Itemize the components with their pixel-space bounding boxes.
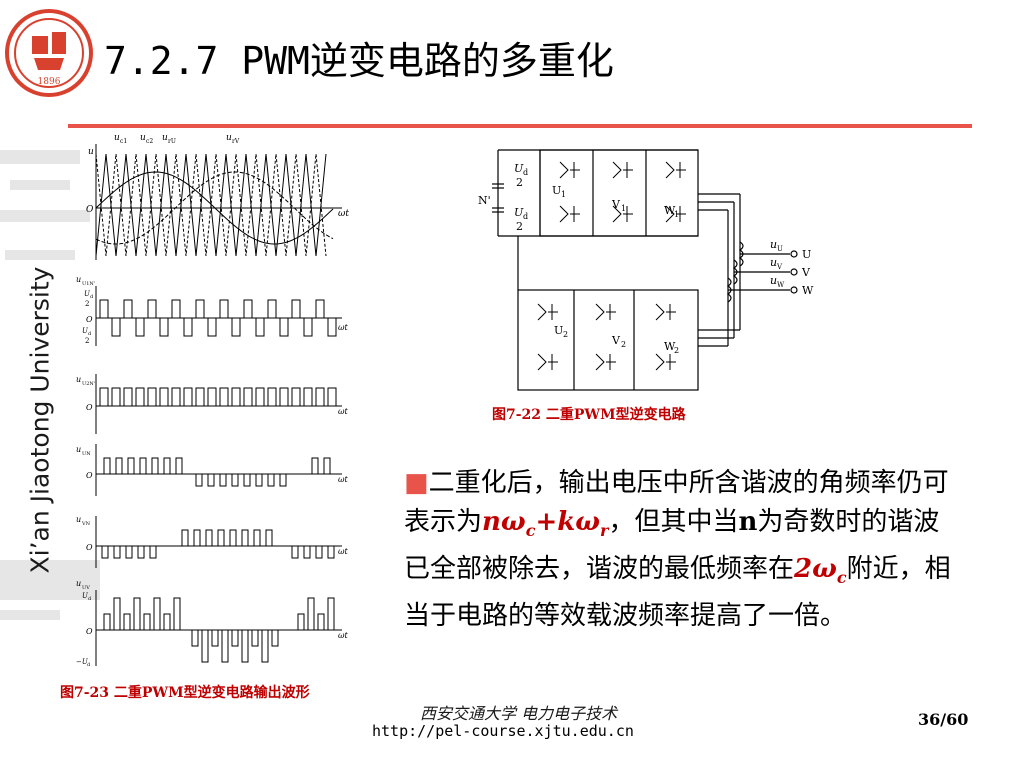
- origin-label-5: O: [86, 627, 93, 636]
- row-sub-u1n: U1N': [82, 281, 95, 287]
- waveform-diagram: u c1 u c2 u rU u rV u O ωt u U1N' U d 2 …: [76, 133, 349, 668]
- row-label-u2n: u: [76, 375, 81, 384]
- top-sub-c2: c2: [146, 138, 153, 145]
- top-sub-rv: rV: [232, 138, 240, 145]
- row-sub-uv: UV: [82, 585, 90, 591]
- university-logo-icon: 1896: [5, 9, 93, 97]
- text-part-1: 二重化后，输出电压中所含谐波的角频率仍可表示为: [404, 468, 949, 537]
- ud-top-sub: d: [523, 168, 528, 177]
- text-part-2: ，但其中当: [608, 507, 739, 537]
- page-title: 7.2.7 PWM逆变电路的多重化: [104, 39, 614, 83]
- leg-u2: U: [554, 324, 563, 337]
- leg-u1: U: [552, 184, 561, 197]
- footer-url[interactable]: http://pel-course.xjtu.edu.cn: [372, 722, 634, 740]
- t-label-2: ωt: [338, 407, 349, 416]
- out-w-label: u: [770, 274, 777, 287]
- title-divider: [68, 124, 972, 128]
- text-part-3: 为奇数时的谐波已全部被除去，谐波的最低频率在: [404, 507, 940, 585]
- origin-label-1: O: [86, 315, 93, 324]
- waveform-caption: 图7-23 二重PWM型逆变电路输出波形: [60, 685, 310, 701]
- t-label-3: ωt: [338, 475, 349, 484]
- ud-full-pos-sub: d: [88, 596, 92, 602]
- row-label-uv: u: [76, 579, 81, 588]
- ud-bot-sub: d: [523, 212, 528, 221]
- top-label-c1: u: [114, 133, 120, 143]
- ud-full-pos: U: [82, 592, 89, 600]
- row-label-vn: u: [76, 515, 81, 524]
- origin-label-2: O: [86, 403, 93, 412]
- logo-year: 1896: [38, 77, 61, 87]
- top-sub-c1: c1: [120, 138, 127, 145]
- ud-half-pos-den: 2: [85, 300, 89, 308]
- leg-w1: W: [664, 204, 676, 217]
- university-name: Xi’an Jiaotong University: [25, 266, 55, 574]
- formula-2wc: 2ωc: [794, 554, 847, 588]
- t-label-1: ωt: [338, 323, 349, 332]
- top-label-rv: u: [226, 133, 232, 143]
- ud-half-neg-sub: d: [88, 331, 92, 337]
- top-sub-ru: rU: [168, 138, 176, 145]
- leg-w2-sub: 2: [674, 346, 679, 355]
- top-label-ru: u: [162, 133, 168, 143]
- origin-label-0: O: [86, 205, 94, 215]
- ud-top-num: U: [514, 162, 524, 175]
- ud-half-pos-sub: d: [90, 294, 94, 300]
- ud-top-den: 2: [516, 176, 523, 189]
- origin-label-4: O: [86, 543, 93, 552]
- row-label-un: u: [76, 445, 81, 454]
- carrier-waves: [95, 144, 342, 260]
- circuit-diagram: U d 2 U d 2 N' U 1 V 1 W 1 U 2 V 2 W 2 u…: [478, 149, 814, 391]
- leg-v2-sub: 2: [621, 340, 626, 349]
- text-n: n: [738, 507, 758, 537]
- pulse-waves: [95, 286, 342, 666]
- midpoint-label: N': [478, 194, 491, 207]
- leg-u2-sub: 2: [563, 330, 568, 339]
- t-label-0: ωt: [338, 209, 349, 219]
- body-paragraph: ■二重化后，输出电压中所含谐波的角频率仍可表示为nωc+kωr，但其中当n为奇数…: [404, 464, 964, 636]
- terminal-v: V: [801, 266, 811, 279]
- out-v-label: u: [770, 256, 777, 269]
- watermark-graphic: [0, 150, 100, 620]
- t-label-4: ωt: [338, 547, 349, 556]
- axis-u-label: u: [88, 147, 94, 157]
- page-number: 36/60: [918, 710, 969, 729]
- ud-bot-num: U: [514, 206, 524, 219]
- out-v-sub: V: [776, 263, 783, 271]
- leg-w2: W: [664, 340, 676, 353]
- top-label-c2: u: [140, 133, 146, 143]
- ud-full-neg: −U: [76, 658, 89, 666]
- leg-u1-sub: 1: [561, 190, 566, 199]
- ud-half-neg-den: 2: [85, 337, 89, 345]
- ud-full-neg-sub: d: [87, 662, 91, 668]
- footer-brand: 西安交通大学 电力电子技术: [420, 704, 618, 723]
- terminal-u: U: [802, 248, 811, 261]
- out-w-sub: W: [777, 281, 785, 289]
- row-label-u1n: u: [76, 275, 81, 284]
- t-label-5: ωt: [338, 631, 349, 640]
- leg-v2: V: [611, 334, 621, 347]
- ud-half-neg: U: [82, 327, 89, 335]
- row-sub-u2n: U2N': [82, 381, 95, 387]
- bullet-icon: ■: [404, 468, 429, 498]
- text-part-4: 附近，相当于电路的等效载波频率提高了一倍。: [404, 554, 951, 632]
- circuit-caption: 图7-22 二重PWM型逆变电路: [492, 407, 686, 423]
- row-sub-un: UN: [82, 451, 91, 457]
- leg-v1-sub: 1: [621, 204, 626, 213]
- row-sub-vn: VN: [81, 521, 91, 527]
- out-u-label: u: [770, 238, 777, 251]
- ud-half-pos: U: [84, 290, 91, 298]
- leg-w1-sub: 1: [674, 210, 679, 219]
- leg-v1: V: [611, 198, 621, 211]
- formula-nwc: nωc+kωr: [482, 507, 609, 541]
- out-u-sub: U: [777, 245, 783, 253]
- origin-label-3: O: [86, 471, 93, 480]
- terminal-w: W: [802, 284, 814, 297]
- ud-bot-den: 2: [516, 220, 523, 233]
